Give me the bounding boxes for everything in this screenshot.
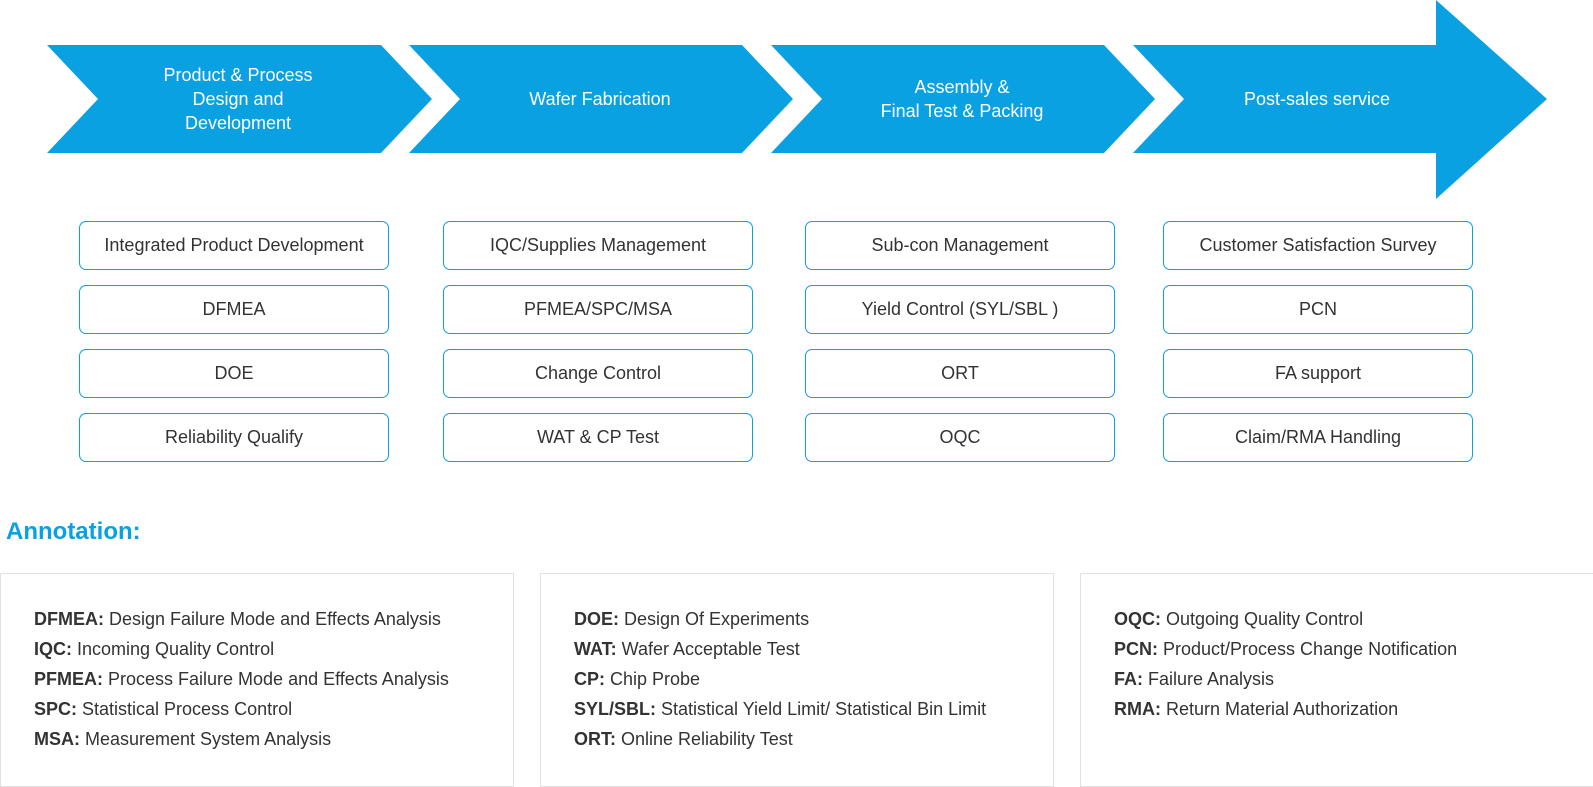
annotation-abbr: IQC:	[34, 639, 72, 659]
annotation-definition: Chip Probe	[605, 669, 701, 689]
annotation-abbr: MSA:	[34, 729, 80, 749]
annotation-abbr: DFMEA:	[34, 609, 104, 629]
annotation-entry: PCN: Product/Process Change Notification	[1114, 634, 1593, 664]
item-box: Change Control	[443, 349, 753, 398]
annotation-card-1: DFMEA: Design Failure Mode and Effects A…	[0, 573, 514, 787]
annotation-card-2: DOE: Design Of Experiments WAT: Wafer Ac…	[540, 573, 1054, 787]
annotation-entry: OQC: Outgoing Quality Control	[1114, 604, 1593, 634]
column-assembly-test: Sub-con Management Yield Control (SYL/SB…	[805, 221, 1115, 462]
annotation-abbr: SPC:	[34, 699, 78, 719]
annotation-abbr: FA:	[1114, 669, 1143, 689]
annotation-entry: ORT: Online Reliability Test	[574, 724, 1053, 754]
annotation-definition: Process Failure Mode and Effects Analysi…	[103, 669, 449, 689]
annotation-definition: Incoming Quality Control	[72, 639, 275, 659]
item-box: DOE	[79, 349, 389, 398]
annotation-entry: SYL/SBL: Statistical Yield Limit/ Statis…	[574, 694, 1053, 724]
annotation-abbr: PCN:	[1114, 639, 1158, 659]
column-product-design: Integrated Product Development DFMEA DOE…	[79, 221, 389, 462]
item-box: ORT	[805, 349, 1115, 398]
stage-chevron-2	[409, 45, 793, 153]
item-box: Yield Control (SYL/SBL )	[805, 285, 1115, 334]
annotation-entry: PFMEA: Process Failure Mode and Effects …	[34, 664, 513, 694]
annotation-entry: SPC: Statistical Process Control	[34, 694, 513, 724]
annotation-entry: RMA: Return Material Authorization	[1114, 694, 1593, 724]
stage-label-product-design: Product & Process Design and Development	[163, 65, 313, 133]
annotation-definition: Statistical Yield Limit/ Statistical Bin…	[656, 699, 987, 719]
annotation-definition: Online Reliability Test	[616, 729, 793, 749]
annotation-definition: Measurement System Analysis	[80, 729, 332, 749]
stage-arrow-final	[1133, 0, 1547, 199]
annotation-abbr: RMA:	[1114, 699, 1161, 719]
annotation-abbr: DOE:	[574, 609, 619, 629]
annotation-definition: Statistical Process Control	[77, 699, 293, 719]
stage-label-assembly-test: Assembly & Final Test & Packing	[880, 77, 1044, 121]
annotation-definition: Return Material Authorization	[1161, 699, 1399, 719]
item-box: Sub-con Management	[805, 221, 1115, 270]
item-box: OQC	[805, 413, 1115, 462]
annotation-entry: MSA: Measurement System Analysis	[34, 724, 513, 754]
annotation-title: Annotation:	[6, 518, 141, 545]
item-box: Claim/RMA Handling	[1163, 413, 1473, 462]
annotation-definition: Failure Analysis	[1143, 669, 1275, 689]
item-box: Customer Satisfaction Survey	[1163, 221, 1473, 270]
annotation-card-3: OQC: Outgoing Quality Control PCN: Produ…	[1080, 573, 1593, 787]
annotation-abbr: SYL/SBL:	[574, 699, 657, 719]
annotation-entry: CP: Chip Probe	[574, 664, 1053, 694]
item-box: DFMEA	[79, 285, 389, 334]
annotation-entry: FA: Failure Analysis	[1114, 664, 1593, 694]
item-box: PCN	[1163, 285, 1473, 334]
annotation-entry: WAT: Wafer Acceptable Test	[574, 634, 1053, 664]
annotation-abbr: WAT:	[574, 639, 617, 659]
stage-chevron-1	[47, 45, 432, 153]
annotation-abbr: ORT:	[574, 729, 616, 749]
annotation-definition: Product/Process Change Notification	[1158, 639, 1458, 659]
stage-chevron-3	[771, 45, 1155, 153]
item-box: WAT & CP Test	[443, 413, 753, 462]
item-box: Integrated Product Development	[79, 221, 389, 270]
annotation-entry: IQC: Incoming Quality Control	[34, 634, 513, 664]
stage-label-wafer-fabrication: Wafer Fabrication	[529, 89, 671, 109]
annotation-definition: Design Failure Mode and Effects Analysis	[104, 609, 441, 629]
annotation-definition: Outgoing Quality Control	[1161, 609, 1364, 629]
stage-label-post-sales: Post-sales service	[1243, 89, 1391, 109]
annotation-abbr: PFMEA:	[34, 669, 103, 689]
item-box: IQC/Supplies Management	[443, 221, 753, 270]
annotation-abbr: OQC:	[1114, 609, 1161, 629]
column-wafer-fabrication: IQC/Supplies Management PFMEA/SPC/MSA Ch…	[443, 221, 753, 462]
annotation-entry: DFMEA: Design Failure Mode and Effects A…	[34, 604, 513, 634]
column-post-sales: Customer Satisfaction Survey PCN FA supp…	[1163, 221, 1473, 462]
item-box: FA support	[1163, 349, 1473, 398]
annotation-entry: DOE: Design Of Experiments	[574, 604, 1053, 634]
annotation-abbr: CP:	[574, 669, 605, 689]
annotation-definition: Design Of Experiments	[619, 609, 810, 629]
annotation-definition: Wafer Acceptable Test	[616, 639, 800, 659]
item-box: Reliability Qualify	[79, 413, 389, 462]
item-box: PFMEA/SPC/MSA	[443, 285, 753, 334]
